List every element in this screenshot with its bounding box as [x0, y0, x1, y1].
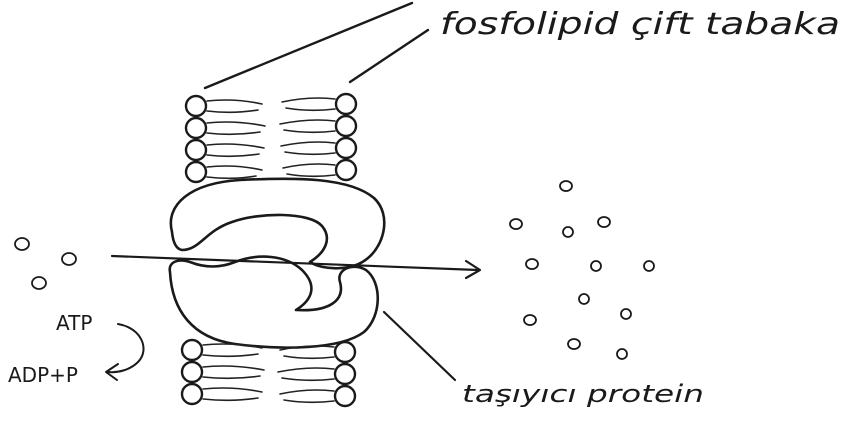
carrier-protein-upper-half	[171, 179, 384, 269]
molecule	[621, 309, 631, 319]
atp-cycle-arrow	[106, 324, 144, 380]
molecule	[568, 339, 580, 349]
phospholipid-head	[336, 94, 356, 114]
carrier-pointer-line	[384, 312, 455, 380]
transport-arrow	[112, 256, 480, 278]
phospholipid-head	[336, 116, 356, 136]
atp-label: ATP	[56, 311, 92, 335]
phospholipid-head	[182, 362, 202, 382]
phospholipid-head	[336, 138, 356, 158]
arrow-shaft	[112, 256, 478, 270]
phospholipid-head	[182, 340, 202, 360]
molecule	[524, 315, 536, 325]
upper-phospholipid-bilayer	[186, 94, 356, 182]
molecule	[591, 261, 601, 271]
bilayer-pointer-lines	[205, 3, 428, 88]
phospholipid-head	[335, 364, 355, 384]
phospholipid-head	[186, 162, 206, 182]
adp-label: ADP+P	[8, 363, 78, 387]
upper-right-leaflet	[280, 94, 356, 180]
molecule	[579, 294, 589, 304]
phospholipid-head	[335, 342, 355, 362]
phospholipid-head	[182, 384, 202, 404]
carrier-protein-label: taşıyıcı protein	[462, 380, 704, 408]
phospholipid-head	[186, 118, 206, 138]
molecule	[526, 259, 538, 269]
pointer-line-left	[205, 3, 412, 88]
molecule	[563, 227, 573, 237]
pointer-line-right	[350, 30, 428, 82]
lower-right-leaflet	[278, 342, 355, 406]
bilayer-label: fosfolipid çift tabaka	[440, 7, 840, 42]
molecule	[598, 217, 610, 227]
left-molecules	[15, 238, 76, 289]
carrier-protein-lower-half	[170, 257, 378, 348]
molecule	[32, 277, 46, 289]
molecule	[644, 261, 654, 271]
molecule	[617, 349, 627, 359]
phospholipid-head	[186, 96, 206, 116]
molecule	[560, 181, 572, 191]
phospholipid-head	[335, 386, 355, 406]
lower-phospholipid-bilayer	[182, 340, 355, 406]
lower-left-leaflet	[182, 340, 264, 404]
right-molecules	[510, 181, 654, 359]
molecule	[510, 219, 522, 229]
molecule	[15, 238, 29, 250]
phospholipid-head	[336, 160, 356, 180]
upper-left-leaflet	[186, 96, 265, 182]
phospholipid-head	[186, 140, 206, 160]
molecule	[62, 253, 76, 265]
